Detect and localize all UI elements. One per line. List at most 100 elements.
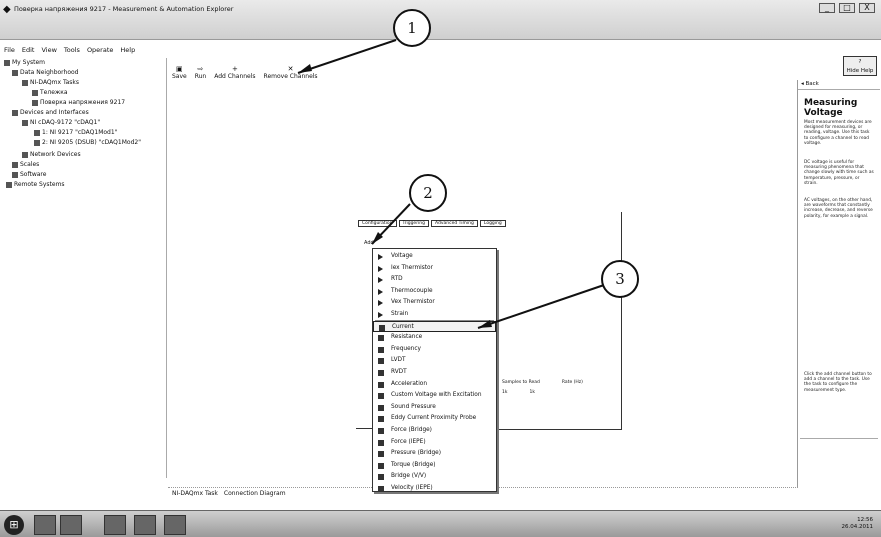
menu-item-rtd[interactable]: RTD — [373, 274, 496, 286]
tree-item-daqmx-tasks[interactable]: NI-DAQmx Tasks — [22, 78, 79, 87]
menu-item-frequency[interactable]: Frequency — [373, 344, 496, 356]
tree-item-cdaq-chassis[interactable]: NI cDAQ-9172 "cDAQ1" — [22, 118, 100, 127]
menu-item-bridge-v-v[interactable]: Bridge (V/V) — [373, 471, 496, 483]
tree-item-task-voltage-check[interactable]: Поверка напряжения 9217 — [32, 98, 125, 107]
callout-3: 3 — [601, 260, 639, 298]
start-button[interactable]: ⊞ — [4, 515, 24, 535]
run-button[interactable]: ⇨Run — [194, 65, 207, 81]
system-tray-clock[interactable]: 12:56 26.04.2011 — [841, 517, 874, 530]
sensor-icon — [378, 428, 384, 434]
menu-item-sound-pressure[interactable]: Sound Pressure — [373, 402, 496, 414]
tab-connection-diagram[interactable]: Connection Diagram — [223, 490, 286, 497]
tree-item-network-devices[interactable]: Network Devices — [22, 150, 81, 159]
maximize-button[interactable]: □ — [839, 3, 855, 13]
menu-bar: File Edit View Tools Operate Help — [0, 46, 135, 56]
help-back-button[interactable]: ◂ Back — [801, 81, 819, 87]
tree-item-module-9217[interactable]: 1: NI 9217 "cDAQ1Mod1" — [34, 128, 117, 137]
menu-item-iex-thermistor[interactable]: Iex Thermistor — [373, 263, 496, 275]
tree-item-my-system[interactable]: My System — [4, 58, 45, 67]
menu-item-vex-thermistor[interactable]: Vex Thermistor — [373, 297, 496, 309]
task-folder-icon — [22, 79, 28, 86]
timing-labels: Samples to Read Rate (Hz) — [502, 380, 583, 385]
add-channel-button[interactable]: Add — [364, 240, 374, 246]
sensor-icon — [378, 393, 384, 400]
menu-item-force-bridge[interactable]: Force (Bridge) — [373, 425, 496, 437]
menu-item-acceleration[interactable]: Acceleration — [373, 379, 496, 391]
tree-item-data-neighborhood[interactable]: Data Neighborhood — [12, 68, 79, 77]
add-channels-button[interactable]: +Add Channels — [214, 65, 256, 81]
menu-item-thermocouple[interactable]: Thermocouple — [373, 286, 496, 298]
chassis-icon — [22, 119, 28, 126]
taskbar-app-word[interactable] — [164, 515, 186, 535]
help-pane: ◂ Back Measuring Voltage Most measuremen… — [797, 80, 880, 488]
sensor-icon — [378, 486, 384, 492]
help-divider — [800, 438, 878, 439]
menu-item-force-iepe[interactable]: Force (IEPE) — [373, 437, 496, 449]
expand-arrow-icon — [378, 312, 383, 318]
callout-2: 2 — [409, 174, 447, 212]
tree-item-software[interactable]: Software — [12, 170, 46, 179]
taskbar: ⊞ 12:56 26.04.2011 — [0, 510, 881, 537]
menu-tools[interactable]: Tools — [63, 46, 80, 54]
taskbar-app[interactable] — [60, 515, 82, 535]
menu-item-velocity-iepe[interactable]: Velocity (IEPE) — [373, 483, 496, 495]
save-button[interactable]: ▣Save — [172, 65, 187, 81]
tab-advanced-timing[interactable]: Advanced Timing — [431, 220, 478, 227]
taskbar-app-mathcad[interactable] — [134, 515, 156, 535]
menu-item-resistance[interactable]: Resistance — [373, 332, 496, 344]
tree-item-remote-systems[interactable]: Remote Systems — [6, 180, 65, 189]
menu-edit[interactable]: Edit — [21, 46, 35, 54]
expand-arrow-icon — [378, 254, 383, 260]
menu-help[interactable]: Help — [120, 46, 136, 54]
app-icon: ◆ — [3, 4, 11, 15]
title-bar: ◆ Поверка напряжения 9217 - Measurement … — [0, 0, 881, 40]
remove-channels-button[interactable]: ✕Remove Channels — [263, 65, 318, 81]
callout-arrow-3 — [477, 284, 605, 329]
sensor-icon — [378, 358, 384, 365]
network-icon — [22, 151, 28, 158]
rate-label: Rate (Hz) — [561, 380, 583, 385]
menu-file[interactable]: File — [4, 46, 15, 54]
help-icon: ? — [858, 59, 862, 65]
tree-item-devices-interfaces[interactable]: Devices and Interfaces — [12, 108, 89, 117]
tab-daqmx-task[interactable]: NI-DAQmx Task — [172, 490, 218, 497]
tab-configuration[interactable]: Configuration — [358, 220, 397, 227]
help-paragraph: DC voltage is useful for measuring pheno… — [804, 160, 874, 186]
folder-icon — [12, 69, 18, 76]
callout-arrow-1 — [297, 39, 397, 74]
samples-label: Samples to Read — [502, 380, 540, 385]
tree-item-task-telezhka[interactable]: Тележка — [32, 88, 68, 97]
help-toolbar: ◂ Back — [798, 80, 880, 90]
menu-item-custom-voltage-with-excitation[interactable]: Custom Voltage with Excitation — [373, 390, 496, 402]
menu-item-rvdt[interactable]: RVDT — [373, 367, 496, 379]
menu-item-torque-bridge[interactable]: Torque (Bridge) — [373, 460, 496, 472]
menu-item-voltage[interactable]: Voltage — [373, 251, 496, 263]
menu-item-pressure-bridge[interactable]: Pressure (Bridge) — [373, 448, 496, 460]
menu-view[interactable]: View — [41, 46, 57, 54]
menu-item-eddy-current-proximity-probe[interactable]: Eddy Current Proximity Probe — [373, 413, 496, 425]
timing-values: 1k 1k — [502, 390, 535, 395]
menu-item-strain[interactable]: Strain — [373, 309, 496, 321]
close-button[interactable]: X — [859, 3, 875, 13]
module-icon — [34, 129, 40, 136]
menu-item-lvdt[interactable]: LVDT — [373, 355, 496, 367]
config-tabs: Configuration Triggering Advanced Timing… — [358, 220, 506, 227]
tree-item-module-9205[interactable]: 2: NI 9205 (DSUB) "cDAQ1Mod2" — [34, 138, 141, 147]
samples-field[interactable]: 1k — [502, 390, 508, 395]
hide-help-button[interactable]: ? Hide Help — [843, 56, 877, 76]
sensor-icon — [379, 324, 385, 331]
menu-operate[interactable]: Operate — [86, 46, 114, 54]
tab-triggering[interactable]: Triggering — [398, 220, 430, 227]
taskbar-app-explorer[interactable] — [34, 515, 56, 535]
menu-item-current[interactable]: Current — [373, 320, 496, 333]
tree-item-scales[interactable]: Scales — [12, 160, 39, 169]
rate-field[interactable]: 1k — [529, 390, 535, 395]
expand-arrow-icon — [378, 288, 383, 295]
tab-logging[interactable]: Logging — [479, 220, 506, 227]
software-icon — [12, 171, 18, 178]
sensor-icon — [378, 335, 384, 342]
window-title: Поверка напряжения 9217 - Measurement & … — [14, 5, 234, 13]
minimize-button[interactable]: _ — [819, 3, 835, 13]
taskbar-app[interactable] — [104, 515, 126, 535]
sensor-icon — [378, 381, 384, 388]
